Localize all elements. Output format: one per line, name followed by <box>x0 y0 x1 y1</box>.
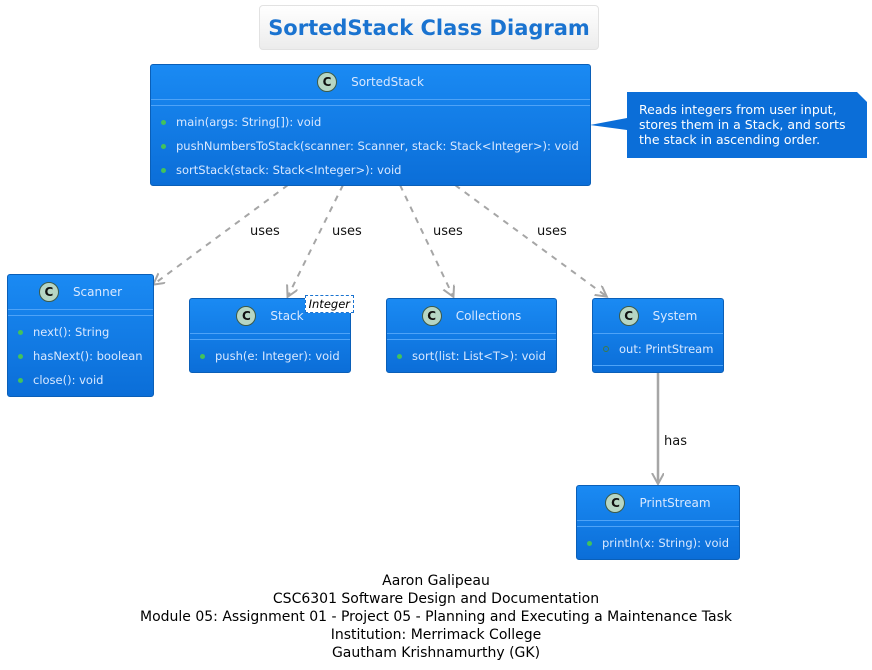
note-line: Reads integers from user input, <box>639 102 837 117</box>
divider <box>190 333 350 334</box>
method-signature: println(x: String): void <box>602 536 729 550</box>
field-row: out: PrintStream <box>593 337 723 361</box>
divider <box>593 333 723 334</box>
edge-label-uses-collections: uses <box>433 224 463 239</box>
public-method-icon <box>587 540 592 546</box>
class-system: C System out: PrintStream <box>592 298 724 373</box>
class-c-icon: C <box>605 493 626 513</box>
divider <box>8 309 153 310</box>
edge-label-uses-stack: uses <box>332 224 362 239</box>
class-stack: C Stack Integer push(e: Integer): void <box>189 295 354 373</box>
comment-note: Reads integers from user input, stores t… <box>627 92 867 158</box>
class-c-icon: C <box>421 306 442 326</box>
class-name: System <box>652 309 698 323</box>
divider <box>151 105 590 106</box>
class-c-icon: C <box>618 306 639 326</box>
class-name: PrintStream <box>639 496 711 510</box>
field-icon <box>603 346 609 352</box>
divider <box>190 339 350 340</box>
method-row: pushNumbersToStack(scanner: Scanner, sta… <box>151 134 590 158</box>
method-row: close(): void <box>8 368 153 392</box>
public-method-icon <box>200 353 205 359</box>
class-name: SortedStack <box>351 75 424 89</box>
method-signature: main(args: String[]): void <box>176 115 322 129</box>
uses-collections-arrow <box>399 184 453 296</box>
edge-label-uses-system: uses <box>537 224 567 239</box>
public-method-icon <box>18 377 23 383</box>
method-signature: pushNumbersToStack(scanner: Scanner, sta… <box>176 139 579 153</box>
divider <box>151 99 590 100</box>
class-name: Scanner <box>72 285 123 299</box>
note-line: stores them in a Stack, and sorts <box>639 117 846 132</box>
diagram-title: SortedStack Class Diagram <box>259 5 599 50</box>
note-connector <box>590 118 627 130</box>
divider <box>593 365 723 366</box>
class-scanner: C Scanner next(): String hasNext(): bool… <box>7 274 154 397</box>
class-c-icon: C <box>317 72 338 92</box>
note-line: the stack in ascending order. <box>639 132 821 147</box>
public-method-icon <box>18 329 23 335</box>
divider <box>8 315 153 316</box>
method-signature: close(): void <box>33 373 104 387</box>
class-name: Stack <box>270 309 304 323</box>
public-method-icon <box>161 119 166 125</box>
method-signature: sortStack(stack: Stack<Integer>): void <box>176 163 402 177</box>
class-name: Collections <box>455 309 522 323</box>
divider <box>387 339 556 340</box>
public-method-icon <box>161 143 166 149</box>
method-signature: sort(list: List<T>): void <box>412 349 546 363</box>
footer-instructor: Gautham Krishnamurthy (GK) <box>331 645 541 661</box>
uses-scanner-arrow <box>154 184 289 284</box>
method-row: hasNext(): boolean <box>8 344 153 368</box>
method-row: main(args: String[]): void <box>151 110 590 134</box>
method-signature: next(): String <box>33 325 110 339</box>
divider <box>577 520 739 521</box>
uses-stack-arrow <box>288 184 344 296</box>
public-method-icon <box>397 353 402 359</box>
edge-label-uses-scanner: uses <box>250 224 280 239</box>
footer-course: CSC6301 Software Design and Documentatio… <box>272 591 600 607</box>
public-method-icon <box>161 167 166 173</box>
class-printstream: C PrintStream println(x: String): void <box>576 485 740 560</box>
class-c-icon: C <box>38 282 59 302</box>
method-row: sortStack(stack: Stack<Integer>): void <box>151 158 590 182</box>
footer-author: Aaron Galipeau <box>382 573 490 589</box>
field-signature: out: PrintStream <box>619 342 714 356</box>
class-collections: C Collections sort(list: List<T>): void <box>386 298 557 373</box>
divider <box>387 333 556 334</box>
class-c-icon: C <box>236 306 257 326</box>
method-row: next(): String <box>8 320 153 344</box>
footer-assignment: Module 05: Assignment 01 - Project 05 - … <box>140 609 732 625</box>
edge-label-has-printstream: has <box>664 434 687 449</box>
uses-system-arrow <box>454 184 606 296</box>
public-method-icon <box>18 353 23 359</box>
generic-type-parameter: Integer <box>304 295 354 313</box>
method-row: println(x: String): void <box>577 531 739 555</box>
method-signature: hasNext(): boolean <box>33 349 143 363</box>
diagram-footer: Aaron Galipeau CSC6301 Software Design a… <box>0 572 872 662</box>
method-row: sort(list: List<T>): void <box>387 344 556 368</box>
divider <box>577 526 739 527</box>
footer-institution: Institution: Merrimack College <box>330 627 542 643</box>
class-sortedstack: C SortedStack main(args: String[]): void… <box>150 64 591 186</box>
method-row: push(e: Integer): void <box>190 344 350 368</box>
method-signature: push(e: Integer): void <box>215 349 340 363</box>
